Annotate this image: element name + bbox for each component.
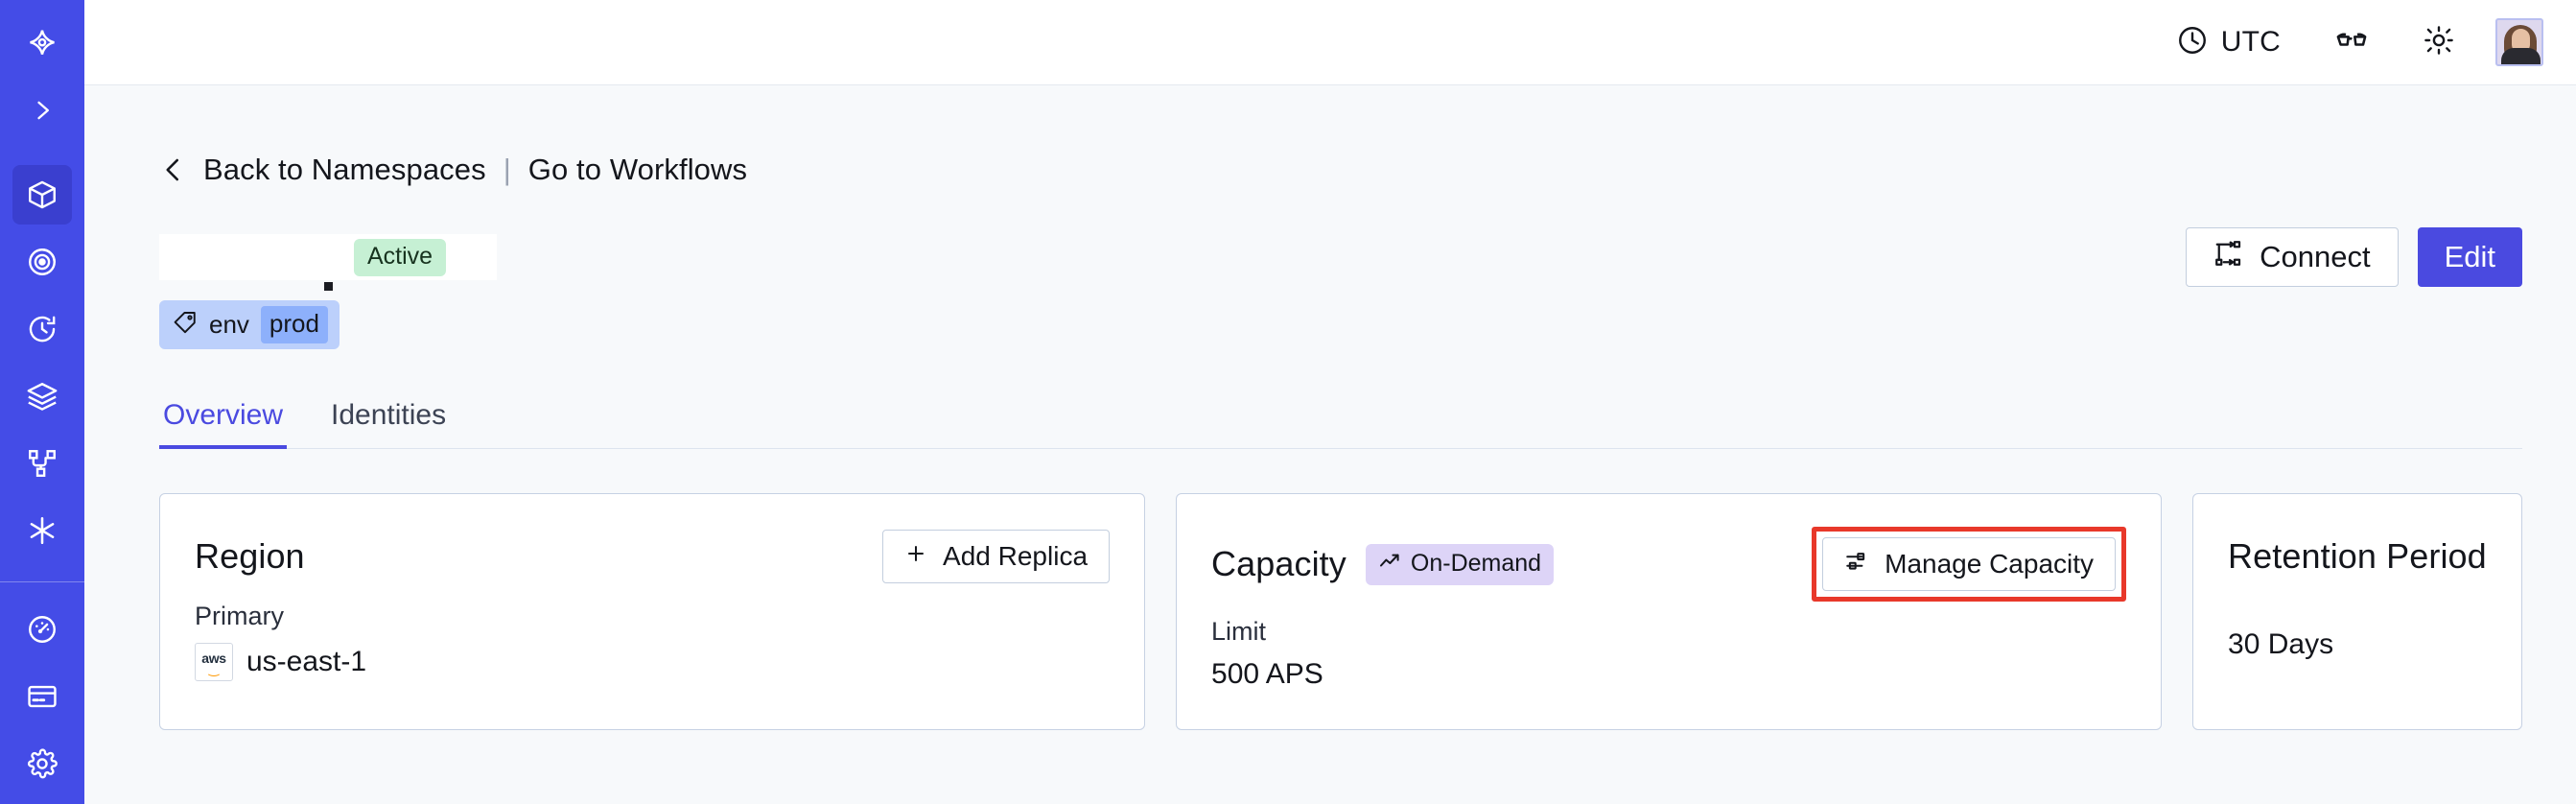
retention-card: Retention Period 30 Days [2192,493,2522,730]
sidebar [0,0,84,804]
region-value: us-east-1 [246,646,367,677]
capacity-mode-label: On-Demand [1410,549,1542,577]
title-redaction-mark [324,282,333,291]
tag-row: env prod [159,300,2522,349]
retention-value: 30 Days [2228,628,2334,660]
aws-logo-smile: ‿ [208,661,220,676]
tab-overview[interactable]: Overview [159,399,288,449]
retention-card-title: Retention Period [2228,536,2487,576]
expand-sidebar-chevron-right-icon[interactable] [12,81,72,140]
tag-icon [173,310,198,340]
connect-button[interactable]: Connect [2186,227,2399,287]
tab-identities[interactable]: Identities [331,399,447,431]
region-card-action: Add Replica [882,530,1111,583]
capacity-card: Capacity On-Demand [1176,493,2163,730]
clock-icon [2176,24,2209,61]
aws-logo-text: aws [201,650,226,666]
sidebar-item-history[interactable] [12,299,72,359]
page-content: Back to Namespaces | Go to Workflows Act… [84,85,2576,804]
breadcrumb-workflows-link[interactable]: Go to Workflows [527,153,748,186]
sidebar-item-settings[interactable] [12,734,72,793]
capacity-mode-badge: On-Demand [1365,543,1555,585]
sidebar-item-nexus[interactable] [12,501,72,560]
chevron-left-icon[interactable] [159,155,188,184]
region-primary-label: Primary [195,602,284,630]
page-title [159,234,497,280]
temporal-logo-icon[interactable] [12,13,72,73]
sidebar-item-layers[interactable] [12,367,72,426]
tag-value: prod [260,306,328,343]
namespace-header: Active Co [159,227,2522,291]
sliders-icon [1844,549,1869,580]
breadcrumb-divider: | [503,153,511,186]
manage-capacity-button[interactable]: Manage Capacity [1822,537,2117,591]
tab-bar: Overview Identities [159,399,2522,449]
breadcrumb-back-link[interactable]: Back to Namespaces [203,153,486,186]
sidebar-item-billing[interactable] [12,667,72,726]
aws-logo-icon: aws ‿ [195,643,233,681]
connect-button-label: Connect [2260,240,2371,273]
region-card-title: Region [195,536,305,576]
retention-card-header: Retention Period [2228,527,2487,586]
manage-capacity-label: Manage Capacity [1885,549,2095,579]
region-card-header: Region Add Replica [195,527,1111,586]
sidebar-divider [0,581,84,582]
edit-button[interactable]: Edit [2417,227,2522,287]
header-actions: Connect Edit [2186,227,2522,287]
add-replica-button[interactable]: Add Replica [882,530,1111,583]
capacity-limit-label: Limit [1211,617,1267,646]
timezone-button[interactable]: UTC [2149,15,2307,69]
sun-icon [2423,24,2455,61]
namespace-tag[interactable]: env prod [159,300,340,349]
sidebar-item-workflows[interactable] [12,434,72,493]
edit-button-label: Edit [2444,240,2495,273]
status-badge: Active [354,238,447,276]
capacity-card-header: Capacity On-Demand [1211,527,2127,602]
region-card: Region Add Replica [159,493,1146,730]
plus-icon [904,541,927,572]
topbar: UTC [84,0,2576,85]
docs-button[interactable] [2307,15,2396,69]
avatar-face [2512,29,2530,53]
manage-capacity-highlight: Manage Capacity [1812,527,2127,602]
trending-up-icon [1378,550,1401,578]
tag-key: env [209,310,249,339]
sidebar-item-namespaces[interactable] [12,165,72,225]
breadcrumb: Back to Namespaces | Go to Workflows [159,153,2522,187]
avatar[interactable] [2495,18,2543,66]
capacity-card-title: Capacity [1211,544,1347,583]
glasses-icon [2334,23,2369,62]
overview-cards: Region Add Replica [159,493,2522,730]
theme-toggle-button[interactable] [2396,15,2482,69]
avatar-body [2501,48,2541,64]
add-replica-label: Add Replica [943,541,1089,571]
region-value-row: aws ‿ us-east-1 [195,643,1110,681]
sidebar-item-usage[interactable] [12,600,72,659]
main-area: UTC [84,0,2576,804]
capacity-limit-value: 500 APS [1211,658,1323,690]
timezone-label: UTC [2220,26,2281,58]
sidebar-item-observability[interactable] [12,232,72,292]
connect-flow-icon [2213,239,2242,275]
